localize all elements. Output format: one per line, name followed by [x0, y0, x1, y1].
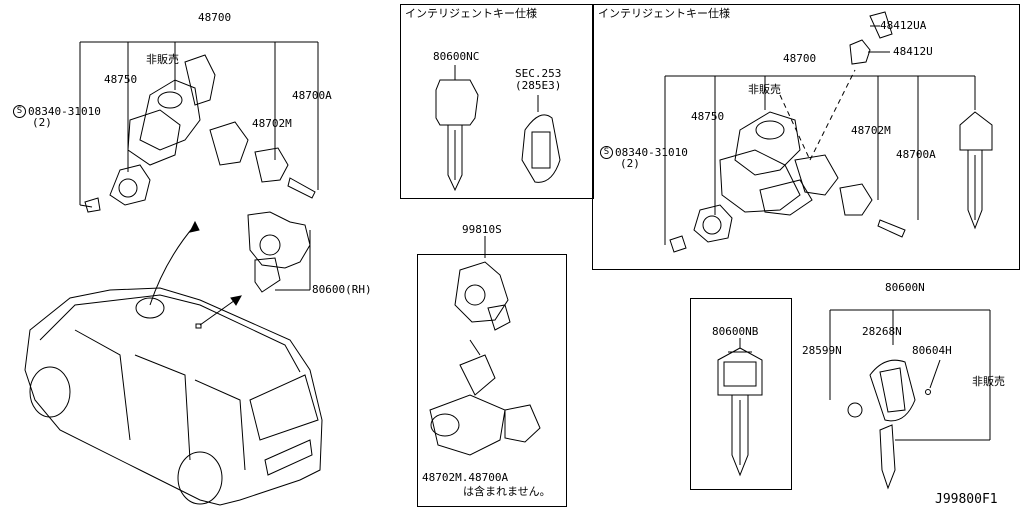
- kit-note-1: 48702M.48700A: [422, 471, 509, 484]
- mechanical-key-art: [717, 338, 763, 477]
- right-sub-c: 48700A: [896, 148, 936, 161]
- steering-lock-assembly-right: [669, 11, 906, 253]
- ik-sec-ref-1: SEC.253: [515, 67, 562, 80]
- remote-group-leaders: [829, 309, 991, 441]
- intelligent-key-blade-right: [959, 111, 993, 230]
- ik-key-blank: 80600NC: [433, 50, 480, 63]
- remote-not-for-sale: 非販売: [972, 375, 1005, 388]
- remote-part-a: 28599N: [802, 344, 842, 357]
- diagram-id: J99800F1: [935, 492, 998, 507]
- kit-box-art: [429, 236, 541, 456]
- left-group-leaders: [79, 41, 319, 208]
- intelligent-key-box-art: [435, 65, 561, 192]
- kit-code: 99810S: [462, 223, 502, 236]
- right-not-for-sale: 非販売: [748, 83, 781, 96]
- left-sub-c: 48702M: [252, 117, 292, 130]
- right-sub-a: 48750: [691, 110, 725, 123]
- left-not-for-sale: 非販売: [146, 53, 179, 66]
- right-screw-qty: (2): [620, 157, 640, 170]
- key-80600nb-code: 80600NB: [712, 325, 759, 338]
- right-sub-b: 48702M: [851, 124, 891, 137]
- left-top-code: 48700: [198, 11, 232, 24]
- right-top-code: 48700: [783, 52, 817, 65]
- left-screw-code: 08340-31010: [28, 105, 101, 118]
- left-s-mark: S: [13, 105, 26, 118]
- vehicle-illustration: [24, 287, 323, 506]
- right-cyl-b: 48412U: [893, 45, 933, 58]
- right-s-mark: S: [600, 146, 613, 159]
- remote-keyfob-art: [847, 359, 931, 490]
- kit-box: [417, 254, 567, 507]
- intelligent-key-spec-box-right: [592, 4, 1020, 270]
- intelligent-key-spec-box: [400, 4, 594, 199]
- right-box-title: インテリジェントキー仕様: [598, 7, 730, 20]
- remote-top-code: 80600N: [885, 281, 925, 294]
- left-rh-key: 80600(RH): [312, 283, 372, 296]
- key-80600nb-box: [690, 298, 792, 490]
- remote-part-c: 80604H: [912, 344, 952, 357]
- door-lock-cylinder-rh: [247, 211, 311, 293]
- right-group-leaders: [664, 25, 976, 245]
- steering-lock-assembly-left: [84, 54, 316, 213]
- left-sub-a: 48750: [104, 73, 138, 86]
- kit-note-2: は含まれません。: [463, 485, 551, 498]
- right-screw-code: 08340-31010: [615, 146, 688, 159]
- remote-part-b: 28268N: [862, 325, 902, 338]
- ik-sec-ref-2: (285E3): [515, 79, 562, 92]
- left-sub-b: 48700A: [292, 89, 332, 102]
- left-screw-qty: (2): [32, 116, 52, 129]
- right-cyl-a: 48412UA: [880, 19, 927, 32]
- ik-box-title: インテリジェントキー仕様: [405, 7, 537, 20]
